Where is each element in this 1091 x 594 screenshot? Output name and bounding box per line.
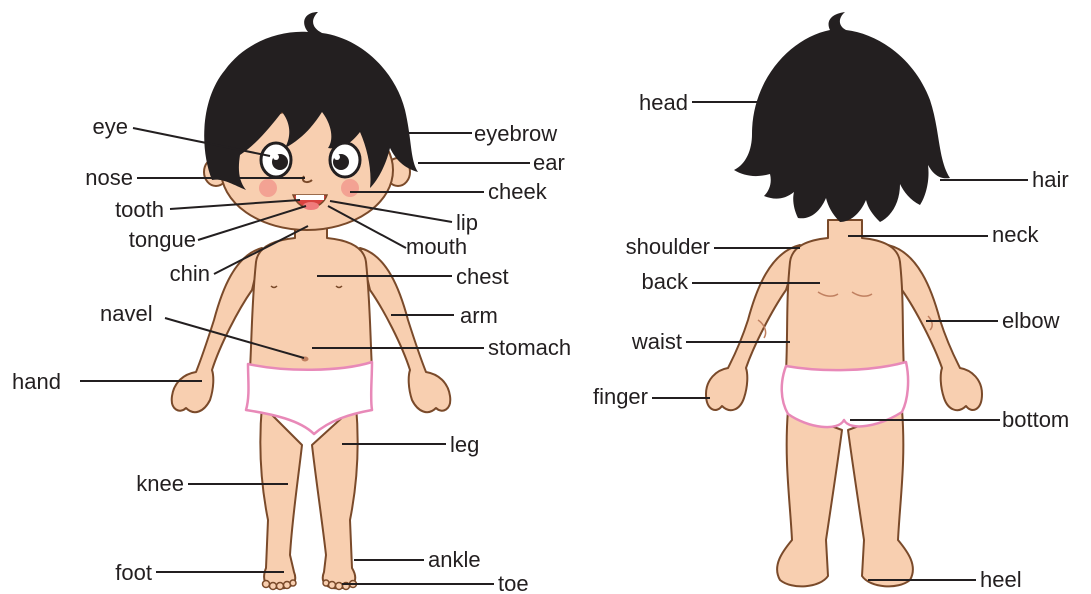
front-left-leg bbox=[312, 405, 358, 588]
front-left-cheek bbox=[259, 179, 277, 197]
label-arm: arm bbox=[460, 303, 498, 328]
label-nose: nose bbox=[85, 165, 133, 190]
label-heel: heel bbox=[980, 567, 1022, 592]
back-figure bbox=[706, 220, 982, 586]
label-tooth: tooth bbox=[115, 197, 164, 222]
label-knee: knee bbox=[136, 471, 184, 496]
back-underwear bbox=[782, 362, 908, 427]
label-elbow: elbow bbox=[1002, 308, 1060, 333]
label-chest: chest bbox=[456, 264, 509, 289]
label-cheek: cheek bbox=[488, 179, 548, 204]
label-neck: neck bbox=[992, 222, 1039, 247]
label-tongue: tongue bbox=[129, 227, 196, 252]
label-waist: waist bbox=[631, 329, 682, 354]
label-stomach: stomach bbox=[488, 335, 571, 360]
front-teeth bbox=[296, 195, 324, 200]
front-left-arm bbox=[360, 248, 450, 412]
label-back: back bbox=[642, 269, 689, 294]
label-chin: chin bbox=[170, 261, 210, 286]
label-hair: hair bbox=[1032, 167, 1069, 192]
front-right-cheek bbox=[341, 179, 359, 197]
label-navel: navel bbox=[100, 301, 153, 326]
back-torso bbox=[786, 220, 904, 372]
label-eye: eye bbox=[93, 114, 128, 139]
label-shoulder: shoulder bbox=[626, 234, 710, 259]
label-eyebrow: eyebrow bbox=[474, 121, 557, 146]
label-leg: leg bbox=[450, 432, 479, 457]
back-left-leg bbox=[848, 410, 913, 586]
back-hair bbox=[734, 12, 950, 222]
label-ear: ear bbox=[533, 150, 565, 175]
label-mouth: mouth bbox=[406, 234, 467, 259]
label-head: head bbox=[639, 90, 688, 115]
front-right-leg bbox=[260, 405, 302, 588]
label-ankle: ankle bbox=[428, 547, 481, 572]
back-right-leg bbox=[777, 410, 842, 586]
label-foot: foot bbox=[115, 560, 152, 585]
label-hand: hand bbox=[12, 369, 61, 394]
label-lip: lip bbox=[456, 210, 478, 235]
label-toe: toe bbox=[498, 571, 529, 594]
label-bottom: bottom bbox=[1002, 407, 1069, 432]
label-finger: finger bbox=[593, 384, 648, 409]
